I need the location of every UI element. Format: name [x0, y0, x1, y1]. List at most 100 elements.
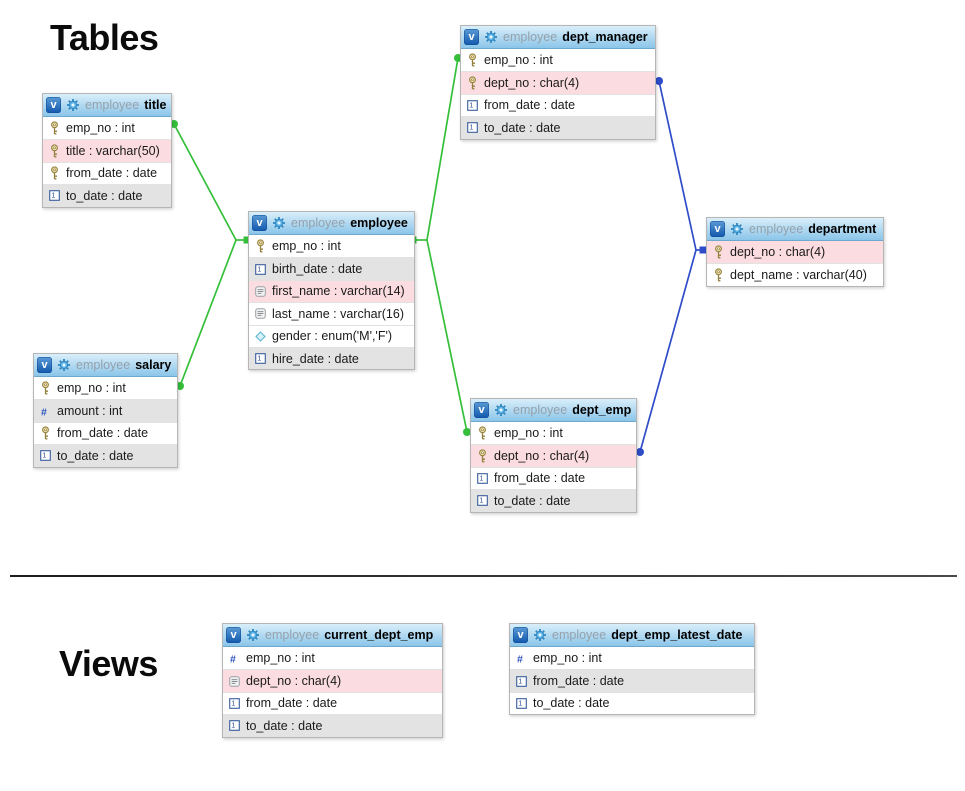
column-row[interactable]: emp_no : int: [43, 117, 171, 140]
column-row[interactable]: dept_no : char(4): [223, 669, 442, 692]
view-badge-icon: v: [464, 29, 479, 45]
entity-name: salary: [135, 358, 172, 372]
column-row[interactable]: dept_no : char(4): [471, 444, 636, 467]
column-row[interactable]: emp_no : int: [471, 422, 636, 445]
column-row[interactable]: emp_no : int: [249, 235, 414, 258]
column-definition: emp_no : int: [66, 121, 135, 136]
column-row[interactable]: #emp_no : int: [510, 647, 754, 670]
column-definition: from_date : date: [66, 166, 158, 181]
svg-text:1: 1: [51, 193, 55, 200]
entity-name: dept_emp_latest_date: [611, 628, 743, 642]
numeric-icon: #: [515, 653, 527, 664]
schema-name: employee: [76, 358, 131, 372]
gear-icon: [494, 403, 508, 417]
date-icon: 1: [515, 698, 527, 709]
svg-text:1: 1: [42, 453, 46, 460]
relation-line: [639, 249, 697, 453]
date-icon: 1: [476, 495, 488, 507]
column-row[interactable]: from_date : date: [43, 161, 171, 185]
svg-text:#: #: [230, 653, 236, 664]
column-definition: to_date : date: [494, 493, 571, 508]
svg-text:1: 1: [479, 476, 483, 483]
column-row[interactable]: first_name : varchar(14): [249, 279, 414, 303]
column-definition: to_date : date: [66, 188, 143, 203]
column-row[interactable]: title : varchar(50): [43, 139, 171, 162]
schema-name: employee: [749, 222, 804, 236]
column-definition: emp_no : int: [246, 651, 315, 666]
relation-line: [179, 239, 237, 387]
svg-text:1: 1: [518, 701, 522, 708]
column-row[interactable]: 1 birth_date : date: [249, 257, 414, 280]
svg-text:#: #: [517, 653, 523, 664]
column-definition: birth_date : date: [272, 262, 363, 277]
column-row[interactable]: dept_no : char(4): [707, 241, 883, 264]
column-row[interactable]: 1 to_date : date: [471, 489, 636, 512]
column-row[interactable]: 1 to_date : date: [43, 184, 171, 207]
schema-name: employee: [265, 628, 320, 642]
column-row[interactable]: from_date : date: [34, 421, 177, 445]
column-definition: dept_no : char(4): [484, 76, 580, 91]
relation-endpoint-dot: [636, 448, 644, 456]
key-icon: [466, 76, 478, 90]
column-row[interactable]: emp_no : int: [461, 49, 655, 72]
column-definition: dept_no : char(4): [494, 449, 590, 464]
column-row[interactable]: 1 from_date : date: [461, 93, 655, 117]
column-definition: last_name : varchar(16): [272, 306, 405, 321]
date-icon: 1: [254, 353, 266, 364]
column-row[interactable]: dept_no : char(4): [461, 71, 655, 94]
key-icon: [476, 449, 488, 463]
column-row[interactable]: 1 to_date : date: [34, 444, 177, 467]
column-definition: dept_no : char(4): [246, 674, 342, 689]
column-row[interactable]: gender : enum('M','F'): [249, 324, 414, 347]
views-section-heading: Views: [59, 643, 158, 684]
numeric-icon: #: [228, 653, 240, 664]
column-definition: title : varchar(50): [66, 144, 160, 159]
svg-text:1: 1: [231, 723, 235, 730]
text-icon: [254, 286, 266, 297]
svg-text:1: 1: [257, 356, 261, 363]
column-row[interactable]: # emp_no : int: [223, 647, 442, 670]
svg-text:1: 1: [469, 103, 473, 110]
gear-icon: [533, 628, 547, 642]
column-row[interactable]: last_name : varchar(16): [249, 302, 414, 325]
key-icon: [48, 121, 60, 135]
key-icon: [39, 381, 51, 395]
view-badge-icon: v: [46, 97, 61, 113]
schema-name: employee: [85, 98, 140, 112]
column-definition: amount : int: [57, 404, 123, 419]
svg-text:1: 1: [231, 701, 235, 708]
column-row[interactable]: dept_name : varchar(40): [707, 263, 883, 286]
column-definition: from_date : date: [484, 98, 576, 113]
schema-name: employee: [503, 30, 558, 44]
key-icon: [39, 426, 51, 440]
column-row[interactable]: emp_no : int: [34, 377, 177, 400]
svg-text:1: 1: [479, 498, 483, 505]
column-definition: to_date : date: [57, 448, 134, 463]
relation-endpoint-dot: [463, 428, 471, 436]
svg-text:1: 1: [257, 266, 261, 273]
column-row[interactable]: #amount : int: [34, 399, 177, 422]
